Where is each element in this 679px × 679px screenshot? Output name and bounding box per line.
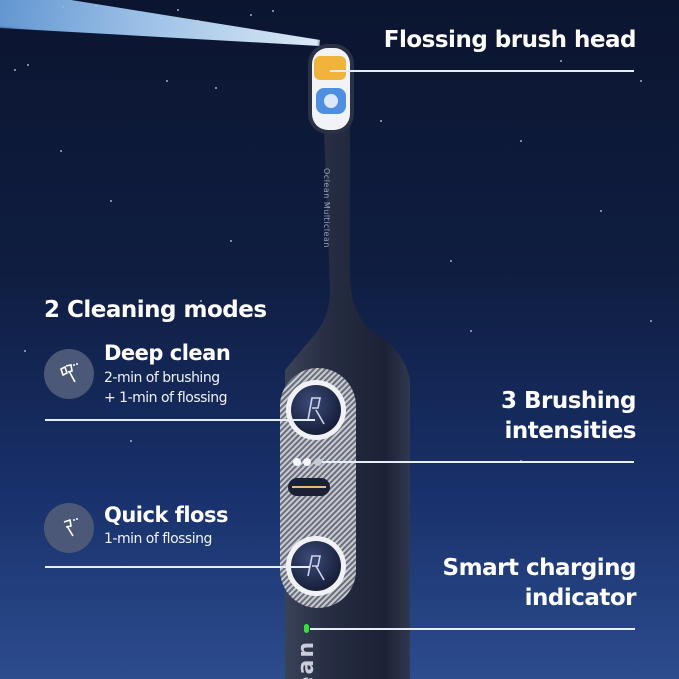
intensities-line2: intensities (504, 418, 637, 444)
brush-head-label: Flossing brush head (383, 27, 637, 53)
charging-label: Smart charging indicator (442, 553, 637, 613)
intensities-leader-line (322, 461, 634, 463)
quick-floss-icon (44, 503, 94, 553)
deep-clean-desc-2: + 1-min of flossing (104, 390, 228, 406)
deep-clean-title: Deep clean (104, 341, 231, 365)
brush-head-brand-text: Oclean Multiclean (322, 168, 331, 248)
intensities-line1: 3 Brushing (500, 388, 637, 414)
handle-logo: oclean (294, 640, 319, 679)
intensities-label: 3 Brushing intensities (500, 386, 637, 446)
charging-led (304, 624, 309, 633)
charging-line2: indicator (524, 585, 637, 611)
cleaning-modes-heading: 2 Cleaning modes (44, 297, 267, 323)
deep-clean-desc-1: 2-min of brushing (104, 370, 220, 386)
quick-floss-title: Quick floss (104, 503, 229, 527)
charging-line1: Smart charging (442, 555, 637, 581)
quick-floss-desc: 1-min of flossing (104, 531, 212, 547)
quick-floss-leader-line (45, 566, 310, 568)
charging-leader-line (310, 628, 635, 630)
deep-clean-leader-line (45, 419, 315, 421)
deep-clean-icon (44, 349, 94, 399)
brush-head-leader-line (330, 70, 634, 72)
